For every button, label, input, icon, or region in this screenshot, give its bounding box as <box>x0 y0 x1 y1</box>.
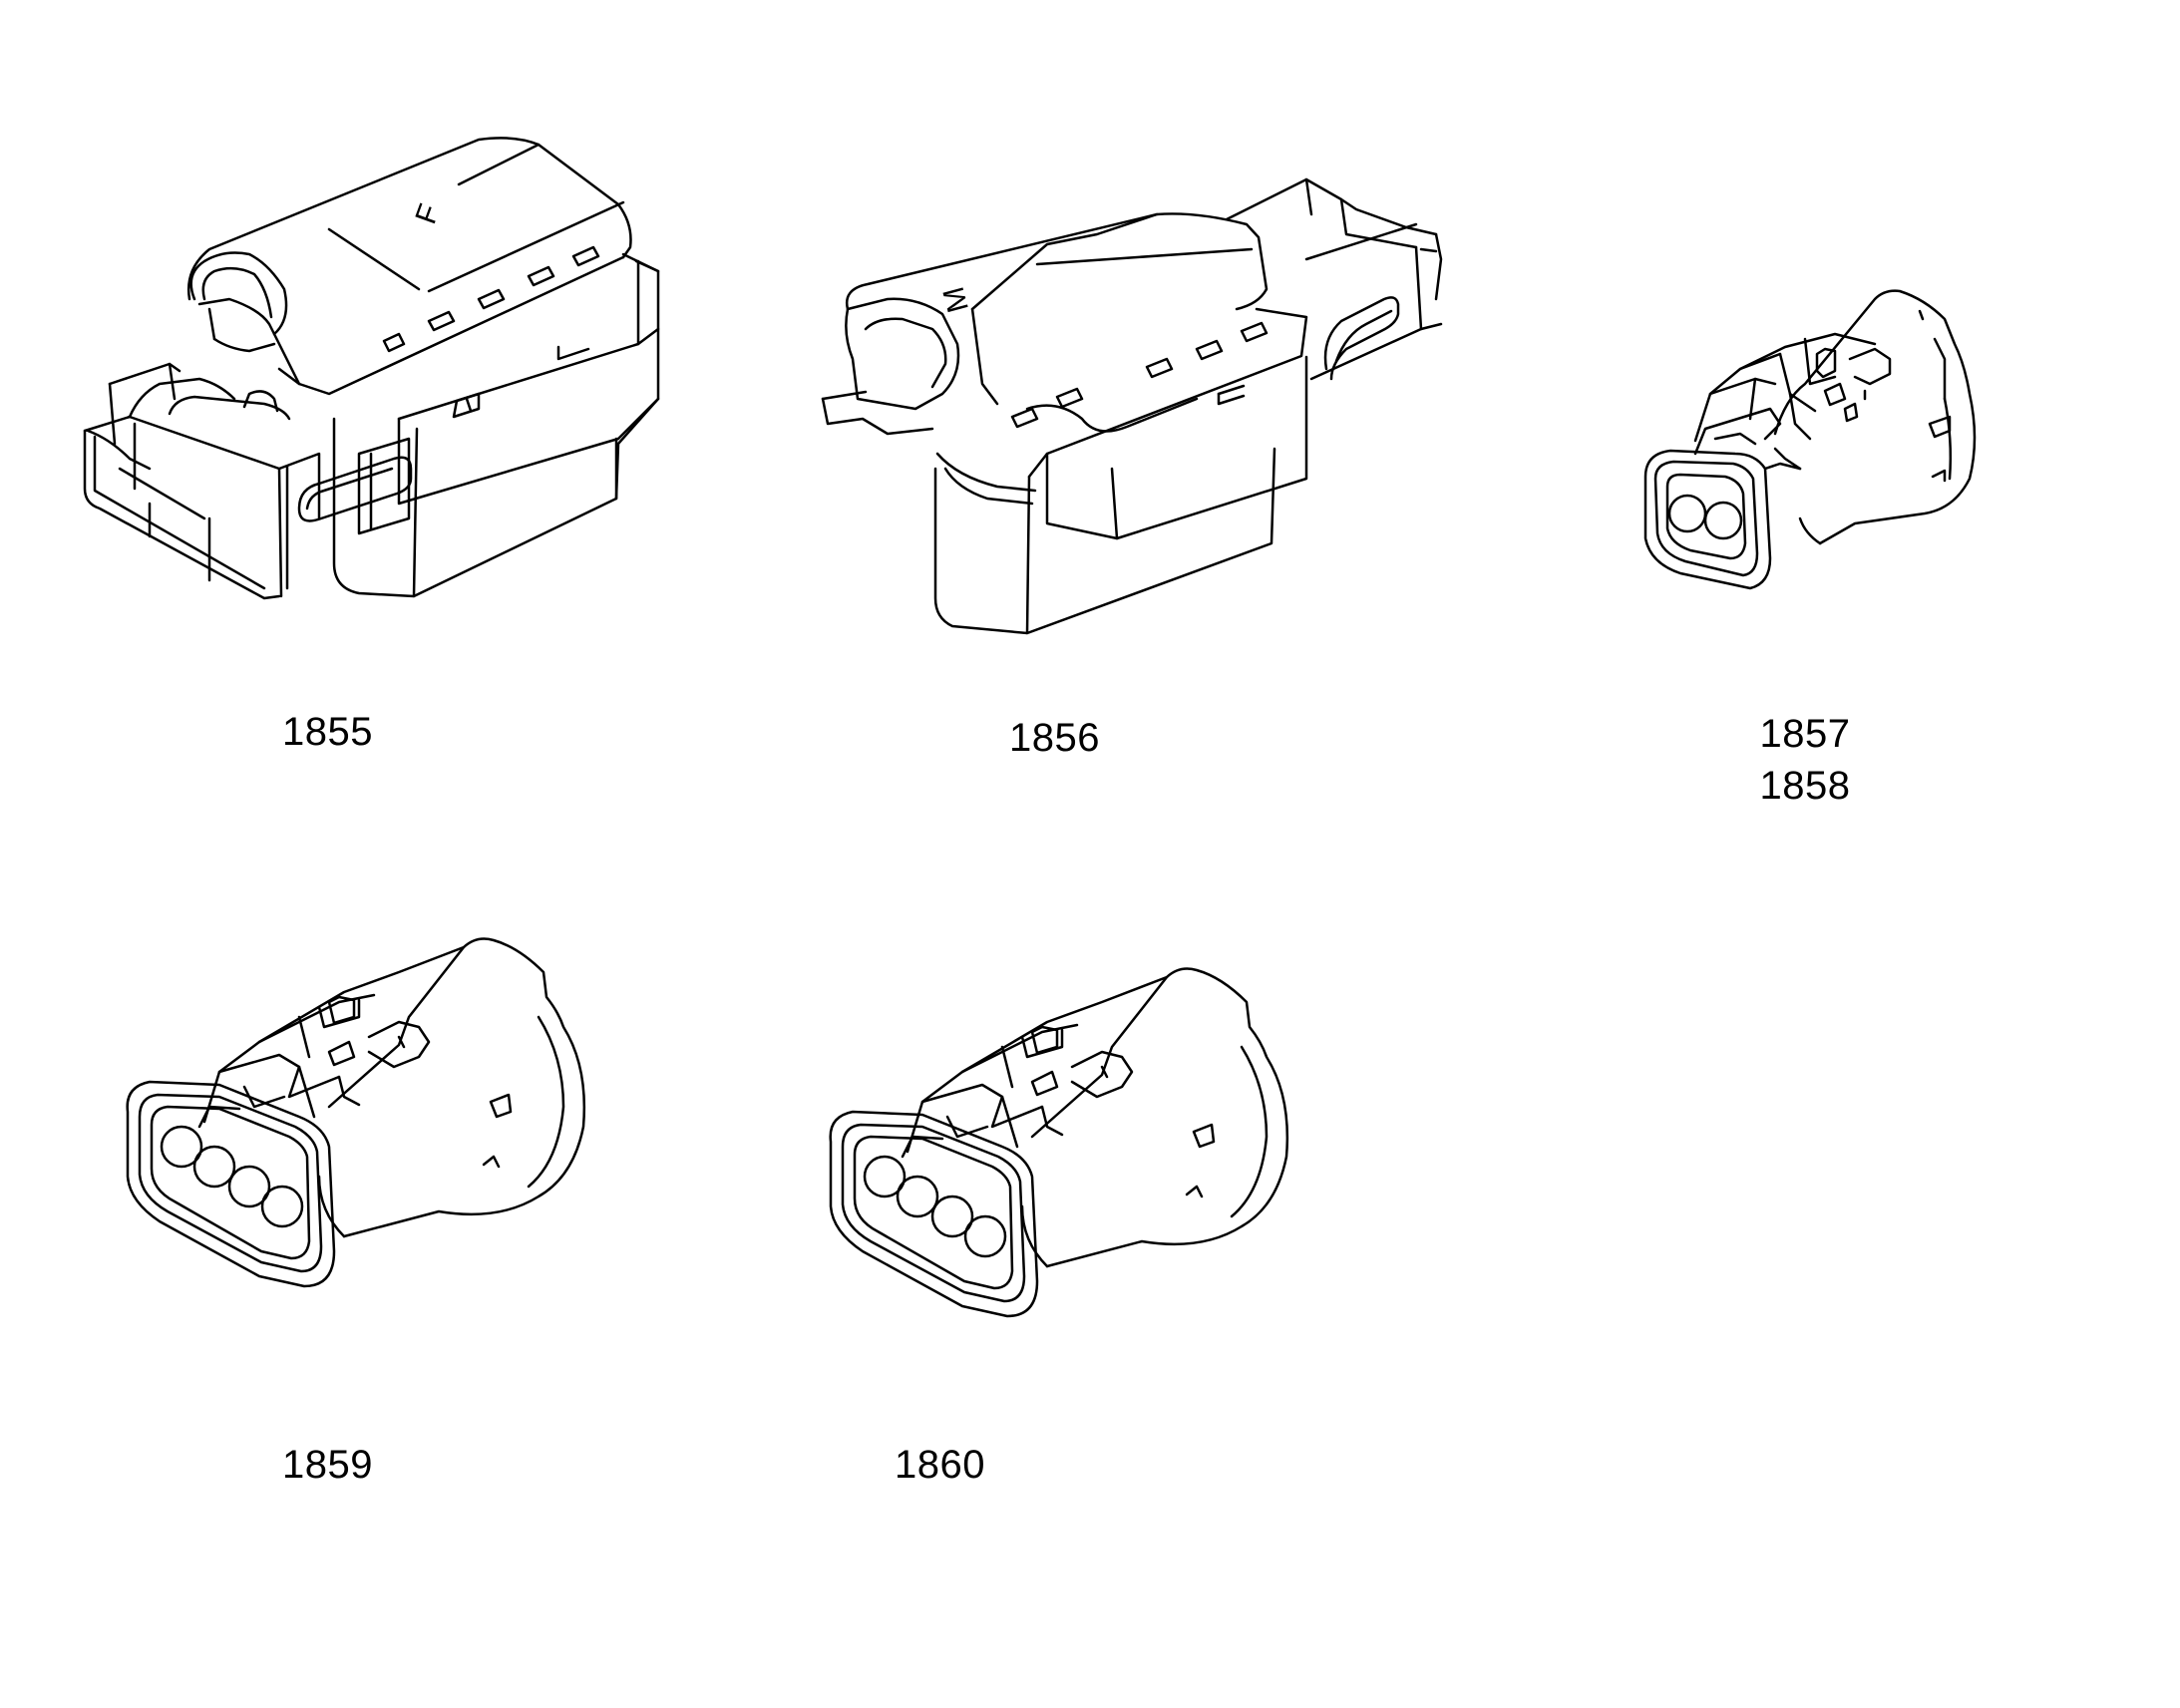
connector-1857-label: 1857 <box>1759 712 1851 756</box>
connector-1856-label: 1856 <box>1009 716 1100 760</box>
connector-1860-label: 1860 <box>895 1443 985 1487</box>
connector-1857-1858-label: 1857 1858 <box>1750 708 1860 812</box>
connector-1859-label: 1859 <box>282 1443 373 1487</box>
connector-1858-label: 1858 <box>1759 764 1851 808</box>
connector-1855-label: 1855 <box>282 710 373 754</box>
